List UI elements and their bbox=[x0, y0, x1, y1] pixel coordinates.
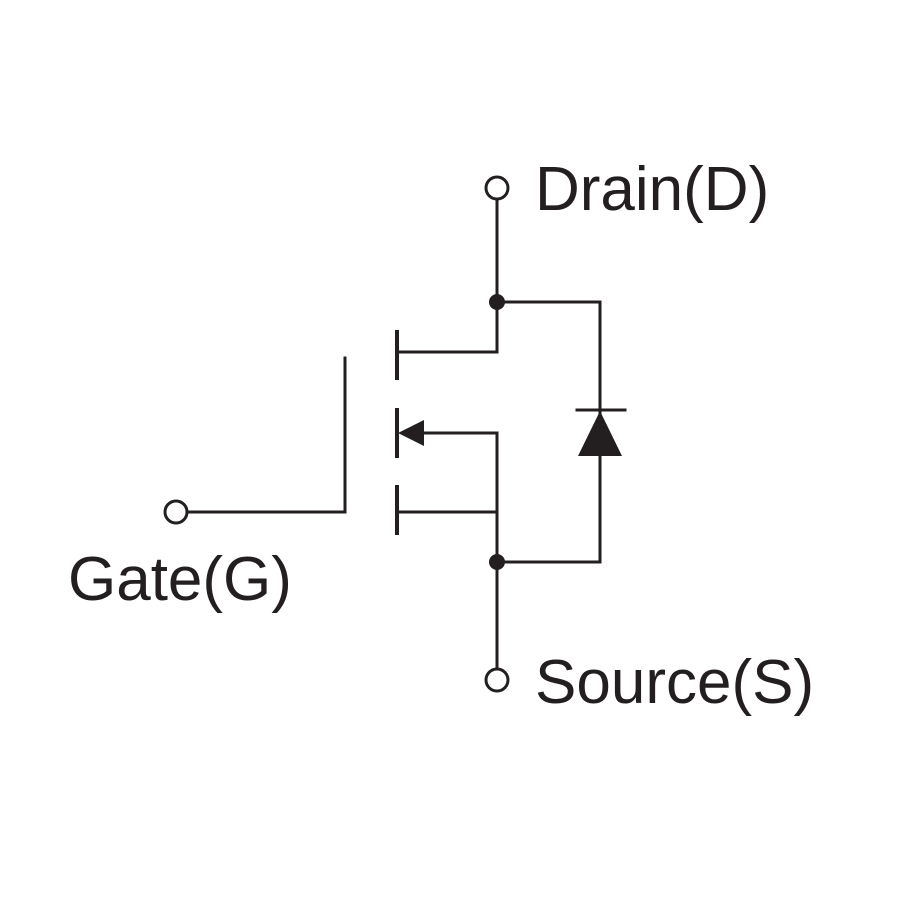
drain-junction-dot bbox=[489, 294, 505, 310]
body-arrow-icon bbox=[398, 420, 424, 446]
body-diode-icon bbox=[578, 411, 622, 456]
gate-label: Gate(G) bbox=[68, 545, 292, 614]
gate-terminal bbox=[163, 499, 189, 525]
source-label: Source(S) bbox=[535, 648, 814, 717]
source-terminal bbox=[484, 667, 510, 693]
source-junction-dot bbox=[489, 554, 505, 570]
drain-label: Drain(D) bbox=[535, 155, 769, 224]
drain-terminal bbox=[484, 175, 510, 201]
